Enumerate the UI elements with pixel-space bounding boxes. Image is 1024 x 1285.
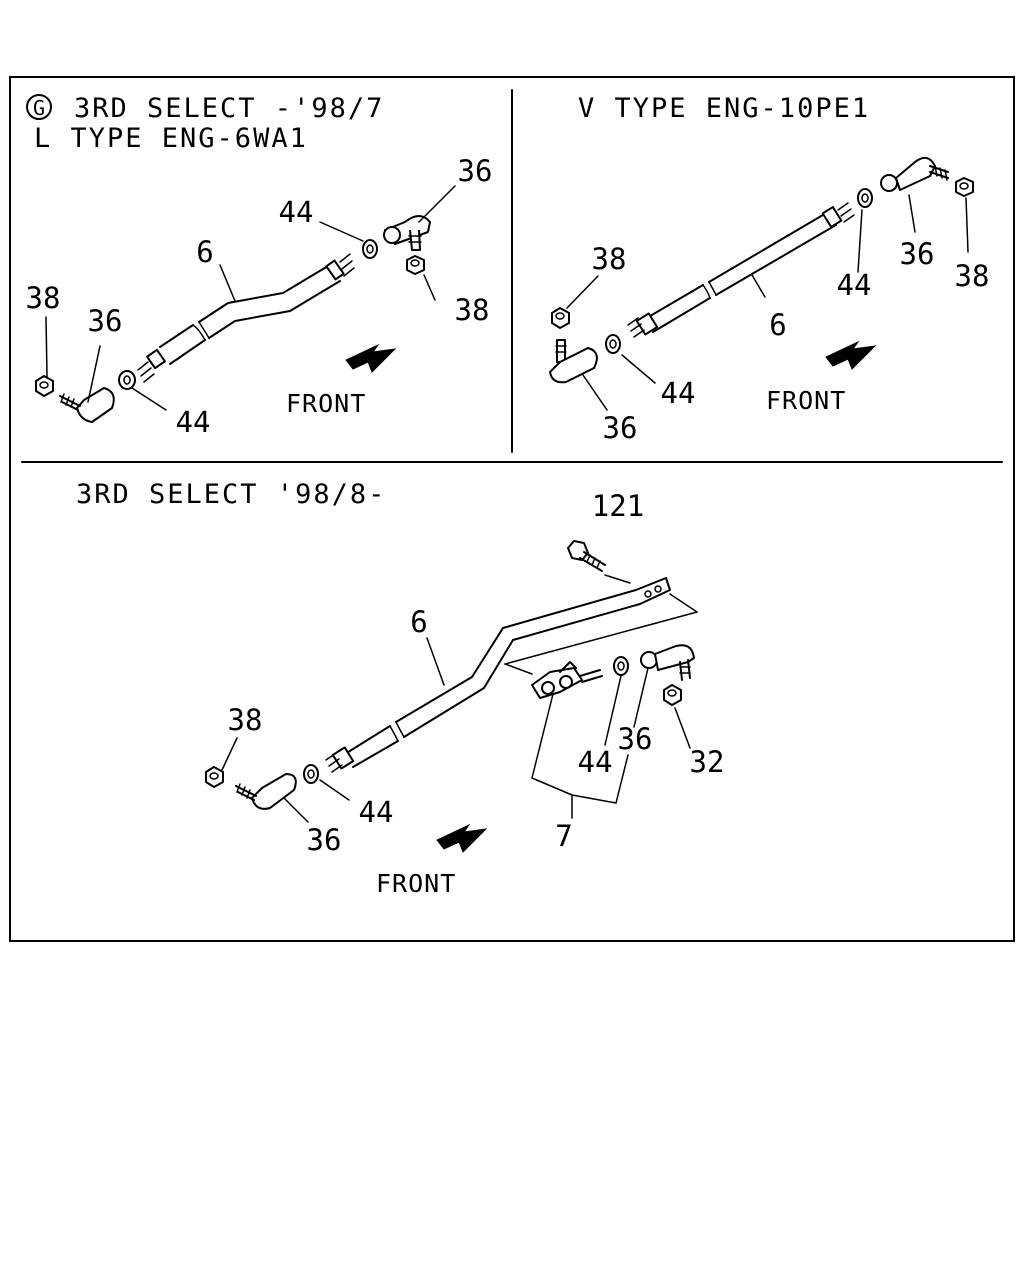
nut-38 <box>205 766 224 788</box>
nut-44-left <box>605 334 621 354</box>
nut-44-lower <box>303 764 319 784</box>
nut-44-right <box>857 188 873 208</box>
nut-44-upper <box>613 656 629 676</box>
nut-38-left <box>35 375 54 397</box>
front-arrow-icon <box>436 823 488 853</box>
callout: 36 <box>900 237 935 271</box>
panel-title: V TYPE ENG-10PE1 <box>578 93 870 124</box>
callout: 38 <box>26 281 61 315</box>
callout: 44 <box>661 376 696 410</box>
callout: 38 <box>455 293 490 327</box>
nut-38-right <box>955 177 974 197</box>
front-label: FRONT <box>376 869 456 898</box>
callout: 36 <box>458 154 493 188</box>
callout: 38 <box>592 242 627 276</box>
ball-joint-right <box>880 156 949 192</box>
shift-rod <box>627 202 855 338</box>
panel-top-left: G 3RD SELECT -'98/7 L TYPE ENG-6WA1 <box>26 93 493 439</box>
shift-rod <box>137 253 355 383</box>
panel-title: 3RD SELECT -'98/7 <box>74 93 384 124</box>
callout: 44 <box>837 268 872 302</box>
callout: 38 <box>228 703 263 737</box>
bracket-assembly-7 <box>504 593 698 699</box>
nut-44-left <box>118 370 136 390</box>
front-label: FRONT <box>286 389 366 418</box>
panel-subtitle: L TYPE ENG-6WA1 <box>34 123 308 154</box>
ball-joint-upper <box>640 644 695 681</box>
callout: 44 <box>279 195 314 229</box>
callout: 7 <box>555 819 572 853</box>
nut-44-right <box>362 239 378 259</box>
callout: 6 <box>196 235 213 269</box>
nut-38-left <box>551 307 570 329</box>
panel-bottom: 3RD SELECT '98/8- <box>76 479 724 898</box>
callout: 44 <box>359 795 394 829</box>
nut-32 <box>663 684 682 706</box>
callout: 121 <box>592 489 644 523</box>
nut-38-right <box>406 255 425 275</box>
panel-top-right: V TYPE ENG-10PE1 <box>549 93 990 445</box>
callout: 6 <box>410 605 427 639</box>
front-label: FRONT <box>766 386 846 415</box>
ball-joint-left <box>59 387 115 423</box>
callout: 38 <box>955 259 990 293</box>
callout: 36 <box>307 823 342 857</box>
callout: 6 <box>769 308 786 342</box>
callout: 36 <box>603 411 638 445</box>
ball-joint-right <box>383 215 431 251</box>
section-marker-letter: G <box>33 96 45 120</box>
ball-joint-lower <box>235 773 297 810</box>
front-arrow-icon <box>345 343 397 373</box>
callout: 32 <box>690 745 725 779</box>
section-marker-circle <box>26 94 52 120</box>
panel-title: 3RD SELECT '98/8- <box>76 479 386 510</box>
diagram-frame <box>9 76 1015 942</box>
bolt-121 <box>567 540 606 572</box>
front-arrow-icon <box>825 340 877 370</box>
ball-joint-left <box>549 339 598 384</box>
callout: 36 <box>618 722 653 756</box>
callout: 36 <box>88 304 123 338</box>
callout: 44 <box>578 745 613 779</box>
shift-rod <box>325 577 671 773</box>
callout: 44 <box>176 405 211 439</box>
